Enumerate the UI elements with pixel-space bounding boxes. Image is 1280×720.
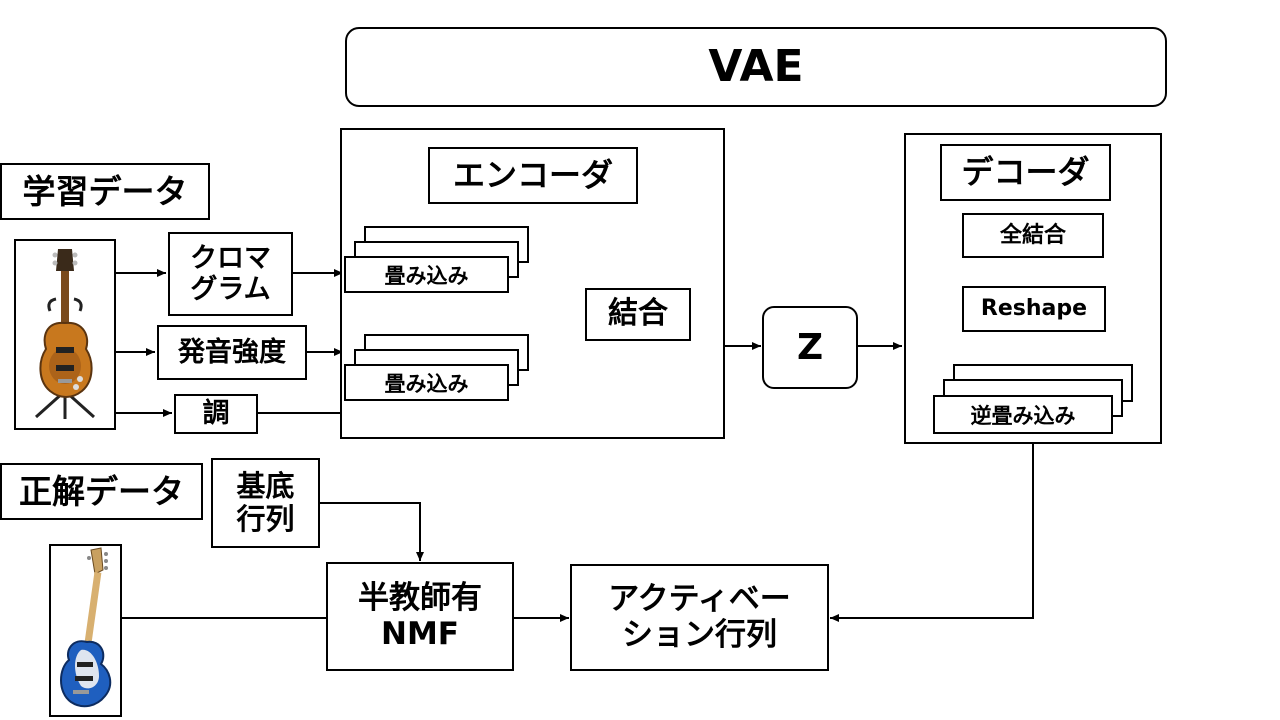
onset-strength-box: 発音強度	[157, 325, 307, 380]
deconv-layer: 逆畳み込み	[933, 395, 1113, 434]
encoder-title: エンコーダ	[452, 156, 613, 195]
vae-title-box: VAE	[345, 27, 1167, 107]
chromagram-label: クロマ グラム	[190, 242, 271, 305]
basis-matrix-box: 基底 行列	[211, 458, 320, 548]
concat-label: 結合	[608, 296, 668, 332]
activation-matrix-label: アクティベー ション行列	[608, 580, 791, 653]
ground-truth-label-box: 正解データ	[0, 463, 203, 520]
ground-truth-label: 正解データ	[19, 471, 184, 511]
key-label: 調	[202, 398, 230, 430]
vae-title: VAE	[708, 40, 804, 92]
training-data-label-box: 学習データ	[0, 163, 210, 220]
reshape-box: Reshape	[962, 286, 1106, 332]
key-box: 調	[174, 394, 258, 434]
electric-guitar-icon	[34, 249, 96, 419]
conv1-layer: 畳み込み	[344, 256, 509, 293]
conv2-layer: 畳み込み	[344, 364, 509, 401]
semi-supervised-nmf-box: 半教師有 NMF	[326, 562, 514, 671]
conv2-label: 畳み込み	[384, 371, 469, 396]
training-data-label: 学習データ	[22, 171, 188, 211]
bass-guitar-icon	[60, 547, 112, 708]
electric-guitar-image	[14, 239, 116, 430]
activation-matrix-box: アクティベー ション行列	[570, 564, 829, 671]
decoder-title-box: デコーダ	[940, 144, 1111, 201]
fully-connected-label: 全結合	[999, 222, 1066, 248]
basis-matrix-label: 基底 行列	[236, 468, 295, 536]
encoder-title-box: エンコーダ	[428, 147, 638, 204]
arrow-basis-to-nmf	[320, 502, 424, 561]
semi-supervised-nmf-label: 半教師有 NMF	[358, 579, 482, 652]
chromagram-box: クロマ グラム	[168, 232, 293, 316]
arrow-decoder-to-activation	[830, 444, 1034, 622]
reshape-label: Reshape	[980, 296, 1088, 322]
onset-strength-label: 発音強度	[178, 336, 286, 368]
conv1-label: 畳み込み	[384, 263, 469, 288]
bass-guitar-image	[49, 544, 122, 717]
decoder-title: デコーダ	[961, 153, 1090, 192]
fully-connected-box: 全結合	[962, 213, 1104, 258]
latent-z-box: Z	[762, 306, 858, 389]
latent-z-label: Z	[796, 326, 824, 368]
deconv-label: 逆畳み込み	[970, 403, 1076, 428]
concat-box: 結合	[585, 288, 691, 341]
